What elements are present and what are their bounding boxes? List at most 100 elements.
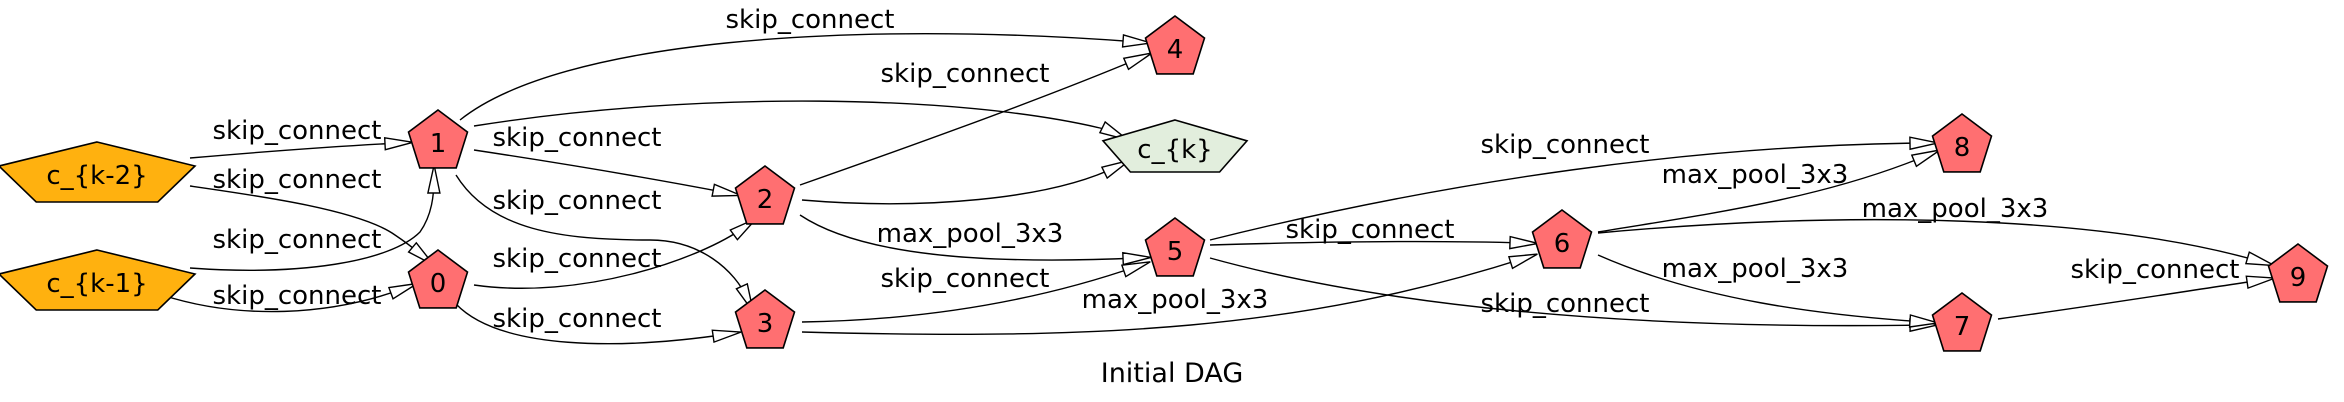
node-n8: 8 [1931, 113, 1993, 173]
edge-line [473, 225, 747, 289]
edge-n7-to-n9 [1997, 275, 2276, 320]
edge-line [1597, 154, 1929, 233]
node-n5: 5 [1144, 217, 1206, 277]
node-n9: 9 [2267, 243, 2329, 303]
edge-ck2-to-n1 [189, 136, 414, 159]
node-shape [2267, 243, 2329, 303]
node-n7: 7 [1931, 292, 1993, 352]
edge-line [799, 214, 1139, 261]
node-n1: 1 [407, 109, 469, 169]
edge-n6-to-n7 [1597, 254, 1939, 328]
node-label-n0: 0 [430, 269, 447, 299]
node-label-n6: 6 [1554, 229, 1571, 259]
edge-label-n3-to-n5: skip_connect [881, 264, 1050, 294]
arrowhead [1507, 253, 1538, 270]
node-shape [734, 165, 796, 225]
node-shape [1101, 119, 1249, 173]
node-label-ck2: c_{k-2} [46, 161, 147, 191]
edge-label-n0-to-n3: skip_connect [493, 304, 662, 334]
node-label-n9: 9 [2290, 263, 2307, 293]
edge-n0-to-n3 [455, 303, 742, 345]
edge-n5-to-n8 [1209, 136, 1939, 241]
arrowhead [711, 329, 742, 344]
diagram-caption: Initial DAG [1101, 358, 1244, 389]
node-label-n5: 5 [1167, 237, 1184, 267]
arrowhead [1121, 33, 1152, 48]
edge-label-n6-to-n9: max_pool_3x3 [1862, 194, 2049, 224]
edge-ck1-to-n1 [189, 164, 441, 271]
edge-n1-to-n2 [473, 149, 742, 197]
nodes-layer: c_{k-2} c_{k-1} 0 1 2 3 4 5 6 7 8 9 c_{k} [0, 15, 2329, 352]
edge-n2-to-n5 [799, 214, 1152, 266]
edge-line [1209, 257, 1926, 327]
edge-line [1597, 254, 1926, 323]
edge-line [161, 287, 406, 313]
arrowhead [711, 183, 742, 197]
edge-label-n5-to-n8: skip_connect [1481, 130, 1650, 160]
edge-line [459, 32, 1139, 121]
node-label-n4: 4 [1167, 35, 1184, 65]
edge-label-ck2-to-n1: skip_connect [213, 116, 382, 146]
node-shape [1931, 113, 1993, 173]
edge-line [473, 149, 729, 194]
edges-layer [161, 32, 2276, 345]
arrowhead [1120, 261, 1151, 278]
edge-line [1209, 142, 1926, 241]
arrowhead [1908, 314, 1939, 328]
arrowhead [2245, 275, 2276, 290]
node-label-n2: 2 [757, 185, 774, 215]
edge-label-n6-to-n8: max_pool_3x3 [1662, 160, 1849, 190]
edge-n2-to-n4 [799, 52, 1153, 186]
node-shape [1531, 209, 1593, 269]
node-shape [0, 249, 197, 311]
edge-label-ck1-to-n1: skip_connect [213, 225, 382, 255]
edge-label-n2-to-n4: skip_connect [881, 59, 1050, 89]
node-ck1: c_{k-1} [0, 249, 197, 311]
node-n4: 4 [1144, 15, 1206, 75]
edge-line [801, 257, 1526, 336]
edge-labels-layer: skip_connectskip_connectskip_connectskip… [213, 5, 2240, 334]
node-shape [407, 109, 469, 169]
node-n0: 0 [407, 249, 469, 309]
arrowhead [383, 136, 414, 151]
edge-ck1-to-n0 [161, 282, 418, 313]
node-ck: c_{k} [1101, 119, 1249, 173]
node-shape [734, 289, 796, 349]
arrowhead [1909, 136, 1939, 151]
node-n2: 2 [734, 165, 796, 225]
edge-label-ck2-to-n0: skip_connect [213, 165, 382, 195]
edge-n2-to-ck [801, 159, 1131, 205]
node-label-n7: 7 [1954, 312, 1971, 342]
arrowhead [1122, 251, 1152, 266]
edge-label-n1-to-n2: skip_connect [493, 123, 662, 153]
node-label-n8: 8 [1954, 133, 1971, 163]
edge-n1-to-n4 [459, 32, 1152, 121]
edge-label-n6-to-n7: max_pool_3x3 [1662, 254, 1849, 284]
edge-label-n1-to-n4: skip_connect [726, 5, 895, 35]
node-shape [407, 249, 469, 309]
edge-n5-to-n6 [1209, 235, 1539, 250]
arrowhead [1122, 52, 1153, 71]
node-n6: 6 [1531, 209, 1593, 269]
node-label-ck: c_{k} [1137, 135, 1212, 165]
edge-n3-to-n6 [801, 253, 1538, 336]
edge-line [799, 57, 1141, 186]
node-shape [1144, 15, 1206, 75]
node-label-n3: 3 [757, 309, 774, 339]
edge-n6-to-n8 [1597, 149, 1941, 233]
edge-line [801, 265, 1139, 323]
arrowhead [2244, 251, 2275, 267]
edge-line [1997, 279, 2263, 320]
edge-line [455, 174, 749, 301]
node-shape [1931, 292, 1993, 352]
edge-n6-to-n9 [1597, 218, 2275, 267]
arrowhead [1910, 149, 1941, 168]
edge-label-n5-to-n6: skip_connect [1286, 215, 1455, 245]
node-shape [1144, 217, 1206, 277]
edge-line [801, 165, 1119, 205]
node-n3: 3 [734, 289, 796, 349]
edge-label-n3-to-n6: max_pool_3x3 [1082, 285, 1269, 315]
edge-line [455, 303, 729, 345]
node-shape [0, 141, 197, 203]
